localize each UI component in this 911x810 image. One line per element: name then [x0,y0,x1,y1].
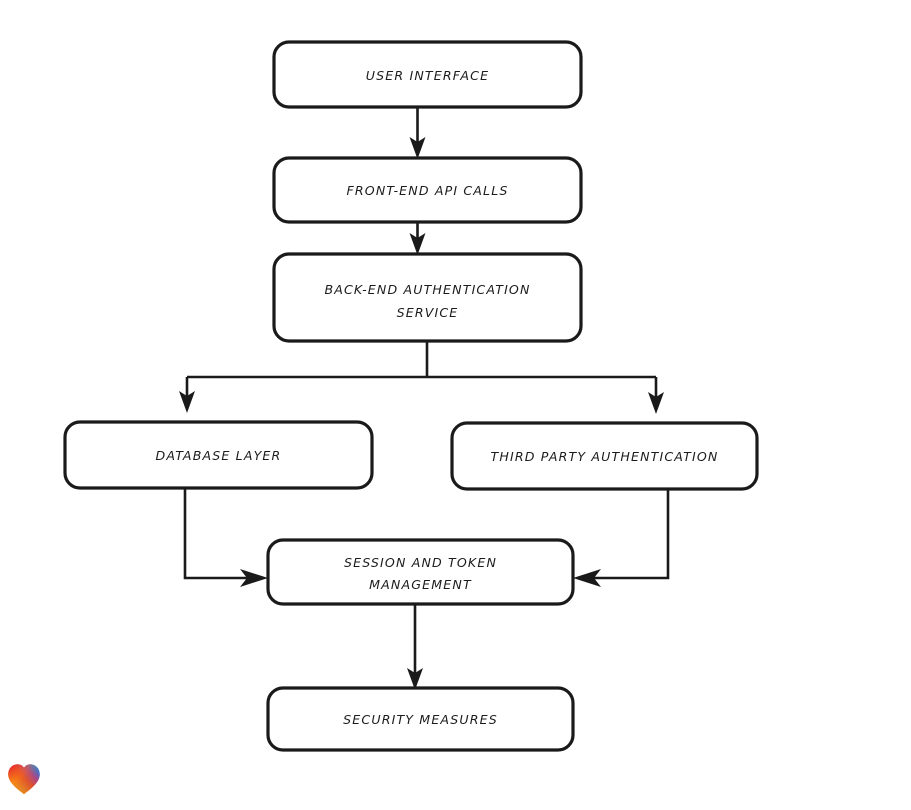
node-label-database-layer: DATABASE LAYER [156,448,282,463]
edge-backend-split-stem [187,341,656,379]
node-box-front-end-api-calls[interactable] [272,156,583,224]
node-label-back-end-auth-service-line2: SERVICE [397,305,459,320]
node-label-session-token-mgmt-line2: MANAGEMENT [369,577,472,592]
node-box-user-interface[interactable] [272,40,583,109]
node-label-user-interface: USER INTERFACE [366,68,489,83]
node-label-back-end-auth-service-line1: BACK-END AUTHENTICATION [324,282,530,297]
node-label-third-party-auth: THIRD PARTY AUTHENTICATION [491,449,719,464]
node-database-layer[interactable]: DATABASE LAYER [63,420,374,490]
node-label-front-end-api-calls: FRONT-END API CALLS [346,183,508,198]
heart-icon [8,764,40,795]
edge-session-to-security [407,604,423,690]
edge-ui-to-frontend [409,107,426,159]
edge-backend-to-thirdparty [648,377,664,414]
edge-frontend-to-backend [409,222,426,255]
node-third-party-auth[interactable]: THIRD PARTY AUTHENTICATION [450,421,759,491]
watermark-heart [7,762,41,795]
node-box-database-layer[interactable] [63,420,374,490]
edge-backend-to-database [179,377,195,413]
edge-database-to-session [183,488,268,587]
node-box-security-measures[interactable] [266,686,575,752]
node-session-token-mgmt[interactable]: SESSION AND TOKEN MANAGEMENT [266,538,575,606]
node-box-third-party-auth[interactable] [450,421,759,491]
node-back-end-auth-service[interactable]: BACK-END AUTHENTICATION SERVICE [272,252,583,343]
node-security-measures[interactable]: SECURITY MEASURES [266,686,575,752]
node-box-back-end-auth-service[interactable] [272,252,583,343]
node-user-interface[interactable]: USER INTERFACE [272,40,583,109]
node-box-session-token-mgmt[interactable] [266,538,575,606]
node-label-session-token-mgmt-line1: SESSION AND TOKEN [344,555,497,570]
edge-thirdparty-to-session [573,489,670,587]
node-front-end-api-calls[interactable]: FRONT-END API CALLS [272,156,583,224]
node-label-security-measures: SECURITY MEASURES [343,712,498,727]
